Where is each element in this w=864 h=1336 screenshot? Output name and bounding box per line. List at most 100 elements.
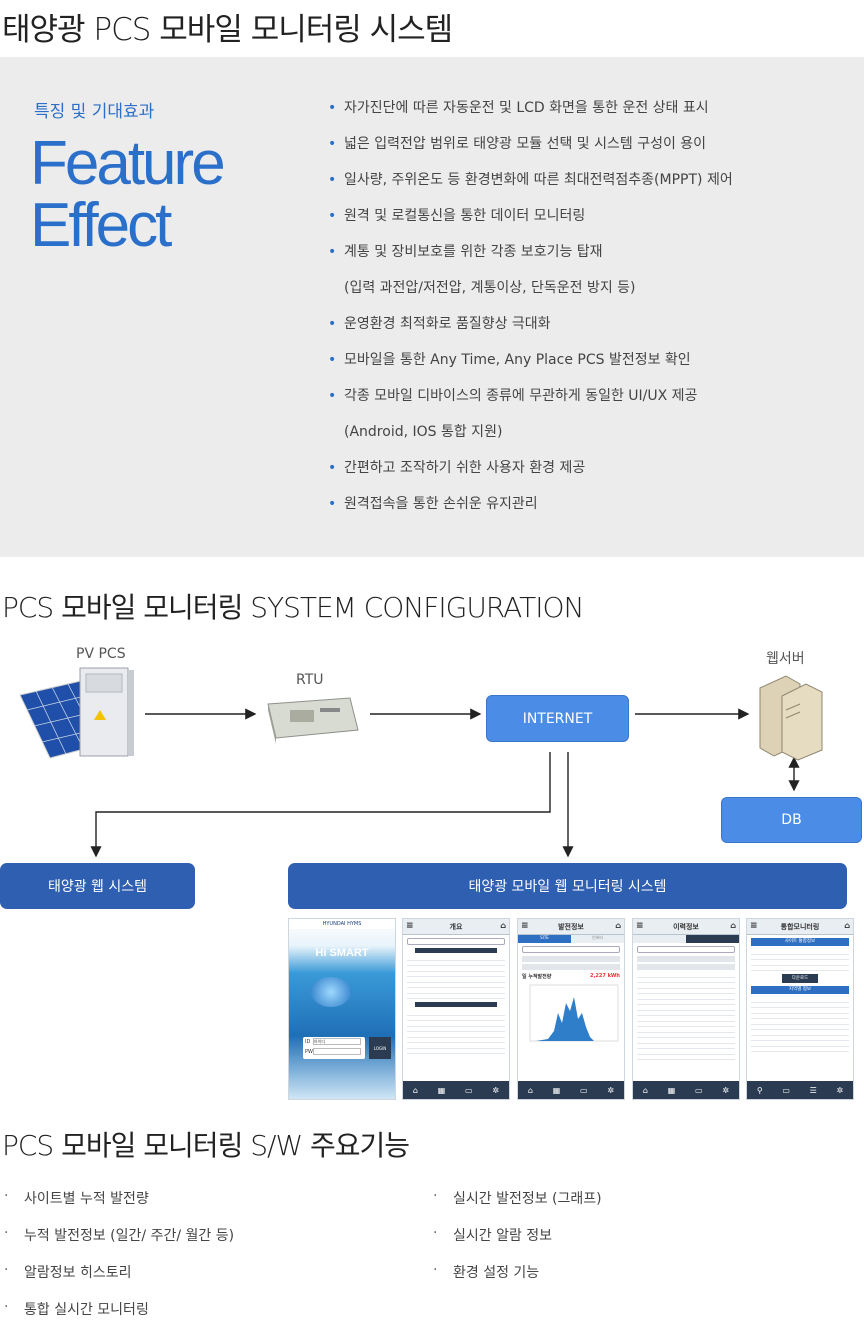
sw-list-right: ·실시간 발전정보 (그래프) ·실시간 알람 정보 ·환경 설정 기능: [433, 1188, 602, 1299]
sw-item: ·누적 발전정보 (일간/ 주간/ 월간 등): [4, 1225, 235, 1244]
db-box: DB: [721, 797, 862, 843]
feature-item: •계통 및 장비보호를 위한 각종 보호기능 탑재: [328, 241, 848, 277]
id-input[interactable]: 아이디: [313, 1038, 361, 1045]
internet-box: INTERNET: [486, 695, 629, 742]
nav-share-icon[interactable]: ✲: [836, 1085, 844, 1095]
home-icon[interactable]: ⌂: [500, 921, 506, 930]
tab-inverter[interactable]: 인버터: [571, 935, 624, 943]
site-select[interactable]: [522, 946, 620, 953]
feature-big-title: Feature Effect: [30, 129, 226, 260]
bullet-icon: •: [328, 388, 337, 404]
sw-item: ·알람정보 히스토리: [4, 1262, 132, 1281]
download-button[interactable]: 다운로드: [782, 974, 818, 983]
bullet-icon: •: [328, 136, 337, 152]
bullet-icon: •: [328, 460, 337, 476]
nav-calendar-icon[interactable]: ▦: [667, 1085, 676, 1095]
screen-generation: ≡ 발전정보 ⌂ SITE 인버터 일 누적발전량 2,227 kWh ⌂ ▦ ▭ ✲: [517, 918, 625, 1100]
bullet-icon: •: [328, 352, 337, 368]
nav-home-icon[interactable]: ⌂: [412, 1085, 418, 1095]
home-icon[interactable]: ⌂: [615, 921, 621, 930]
brand-label: HYUNDAI HYMS: [289, 919, 395, 929]
bullet-icon: •: [328, 172, 337, 188]
generation-chart: [529, 984, 619, 1042]
nav-calendar-icon[interactable]: ▦: [437, 1085, 446, 1095]
app-name: Hi SMART: [315, 947, 369, 959]
rtu-device-icon: [267, 697, 359, 744]
pw-input[interactable]: [313, 1048, 361, 1055]
feature-item-continued: (Android, IOS 통합 지원): [344, 424, 503, 440]
feature-item: •자가진단에 따른 자동운전 및 LCD 화면을 통한 운전 상태 표시: [328, 97, 848, 133]
rtu-label: RTU: [296, 672, 324, 688]
feature-item: •운영환경 최적화로 품질향상 극대화: [328, 313, 848, 349]
menu-icon[interactable]: ≡: [521, 921, 529, 931]
nav-monitor-icon[interactable]: ▭: [782, 1085, 790, 1095]
daily-total-label: 일 누적발전량: [522, 974, 552, 980]
feature-item-continued: (입력 과전압/저전압, 계통이상, 단독운전 방지 등): [344, 280, 636, 296]
feature-panel: 특징 및 기대효과 Feature Effect •자가진단에 따른 자동운전 …: [0, 57, 864, 557]
nav-monitor-icon[interactable]: ▭: [695, 1085, 703, 1095]
tab-site[interactable]: SITE: [518, 935, 571, 943]
sw-list-left: ·사이트별 누적 발전량 ·누적 발전정보 (일간/ 주간/ 월간 등) ·알람…: [4, 1188, 234, 1336]
pcs-cabinet-icon: [79, 667, 134, 757]
sw-item: ·환경 설정 기능: [433, 1262, 540, 1281]
menu-icon[interactable]: ≡: [636, 921, 644, 931]
feature-item: •일사량, 주위온도 등 환경변화에 따른 최대전력점추종(MPPT) 제어: [328, 169, 848, 205]
bullet-icon: •: [328, 208, 337, 224]
config-title: PCS 모바일 모니터링 SYSTEM CONFIGURATION: [2, 591, 584, 624]
nav-settings-icon[interactable]: ✲: [492, 1085, 500, 1095]
bullet-icon: •: [328, 496, 337, 512]
screen-title: 개요: [449, 922, 463, 931]
nav-list-icon[interactable]: ☰: [809, 1085, 817, 1095]
nav-monitor-icon[interactable]: ▭: [580, 1085, 588, 1095]
site-select[interactable]: [637, 946, 735, 953]
region-info-header: 지역별 정보: [751, 986, 849, 994]
nav-calendar-icon[interactable]: ▦: [552, 1085, 561, 1095]
feature-item: •원격 및 로컬통신을 통한 데이터 모니터링: [328, 205, 848, 241]
nav-monitor-icon[interactable]: ▭: [465, 1085, 473, 1095]
feature-item: •원격접속을 통한 손쉬운 유지관리: [328, 493, 848, 529]
diagram-connectors: [19, 667, 823, 858]
system-diagram: PV PCS RTU 웹서버 INTERNET DB 태양광 웹 시스템 태양광…: [0, 640, 864, 1110]
home-icon[interactable]: ⌂: [730, 921, 736, 930]
web-system-box: 태양광 웹 시스템: [0, 863, 195, 909]
sw-title: PCS 모바일 모니터링 S/W 주요기능: [2, 1129, 410, 1162]
sw-item: ·통합 실시간 모니터링: [4, 1299, 149, 1318]
globe-icon: [311, 977, 351, 1007]
feature-list: •자가진단에 따른 자동운전 및 LCD 화면을 통한 운전 상태 표시 •넓은…: [328, 97, 848, 529]
feature-item: •넓은 입력전압 범위로 태양광 모듈 선택 및 시스템 구성이 용이: [328, 133, 848, 169]
screen-overview: ≡ 개요 ⌂ ⌂ ▦ ▭ ✲: [402, 918, 510, 1100]
screen-history: ≡ 이력정보 ⌂ ⌂ ▦ ▭ ✲: [632, 918, 740, 1100]
feature-subtitle: 특징 및 기대효과: [34, 102, 155, 122]
daily-total-value: 2,227 kWh: [590, 973, 620, 979]
feature-big-line2: Effect: [30, 191, 172, 260]
sw-item: ·사이트별 누적 발전량: [4, 1188, 149, 1207]
menu-icon[interactable]: ≡: [750, 921, 758, 931]
web-server-icon: [759, 675, 823, 761]
feature-item: •각종 모바일 디바이스의 종류에 무관하게 동일한 UI/UX 제공: [328, 385, 848, 421]
screen-login: HYUNDAI HYMS Hi SMART ID 아이디 PW LOGIN: [288, 918, 396, 1100]
nav-settings-icon[interactable]: ✲: [607, 1085, 615, 1095]
screen-integrated: ≡ 통합모니터링 ⌂ 사이트 통합정보 다운로드 지역별 정보 ⚲ ▭ ☰ ✲: [746, 918, 854, 1100]
pv-pcs-label: PV PCS: [76, 646, 126, 662]
bullet-icon: •: [328, 100, 337, 116]
nav-settings-icon[interactable]: ✲: [722, 1085, 730, 1095]
login-button[interactable]: LOGIN: [369, 1037, 391, 1059]
sw-item: ·실시간 발전정보 (그래프): [433, 1188, 602, 1207]
sw-item: ·실시간 알람 정보: [433, 1225, 553, 1244]
id-label: ID: [305, 1039, 311, 1045]
feature-item: •모바일을 통한 Any Time, Any Place PCS 발전정보 확인: [328, 349, 848, 385]
screen-title: 발전정보: [558, 922, 584, 931]
page-title: 태양광 PCS 모바일 모니터링 시스템: [2, 12, 453, 48]
nav-search-icon[interactable]: ⚲: [756, 1085, 763, 1095]
menu-icon[interactable]: ≡: [406, 921, 414, 931]
feature-big-line1: Feature: [30, 129, 226, 198]
pw-label: PW: [305, 1049, 313, 1055]
screen-title: 통합모니터링: [780, 922, 820, 931]
nav-home-icon[interactable]: ⌂: [527, 1085, 533, 1095]
home-icon[interactable]: ⌂: [844, 921, 850, 930]
screen-title: 이력정보: [673, 922, 699, 931]
site-select[interactable]: [407, 938, 505, 945]
arrow-internet-web: [90, 752, 551, 858]
nav-home-icon[interactable]: ⌂: [642, 1085, 648, 1095]
site-info-header: 사이트 통합정보: [751, 938, 849, 946]
